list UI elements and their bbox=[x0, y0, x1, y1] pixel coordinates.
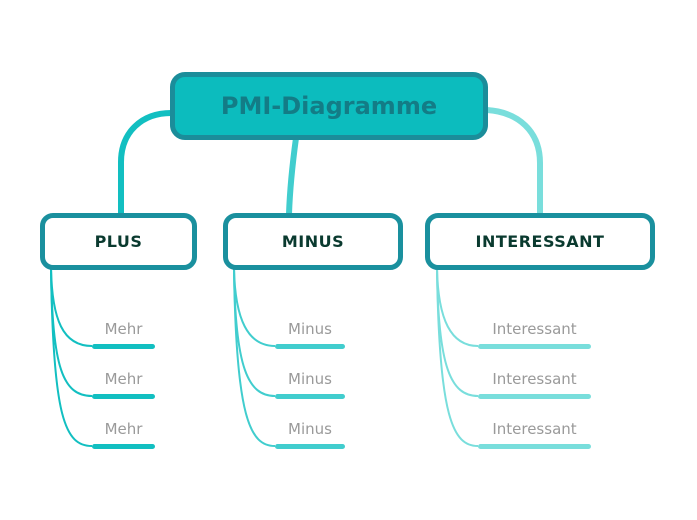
branch-node-minus-label: MINUS bbox=[281, 232, 345, 251]
edge-interessant-leaf-3 bbox=[436, 267, 479, 447]
leaf-underline-minus-3[interactable] bbox=[275, 444, 345, 449]
branch-node-plus[interactable]: PLUS bbox=[40, 213, 197, 270]
branch-node-interessant-label: INTERESSANT bbox=[475, 232, 605, 251]
leaf-underline-plus-1[interactable] bbox=[92, 344, 155, 349]
edge-root-plus bbox=[118, 110, 174, 217]
edge-root-minus bbox=[286, 135, 299, 217]
leaf-underline-interessant-1[interactable] bbox=[478, 344, 591, 349]
leaf-underline-minus-2[interactable] bbox=[275, 394, 345, 399]
root-node[interactable]: PMI-Diagramme bbox=[170, 72, 488, 140]
leaf-topic-minus-3[interactable]: Minus bbox=[288, 420, 332, 438]
edge-plus-leaf-3 bbox=[50, 267, 93, 447]
leaf-topic-plus-1[interactable]: Mehr bbox=[104, 320, 143, 338]
root-node-label: PMI-Diagramme bbox=[220, 92, 438, 120]
leaf-topic-minus-2[interactable]: Minus bbox=[288, 370, 332, 388]
leaf-topic-plus-3[interactable]: Mehr bbox=[104, 420, 143, 438]
leaf-topic-minus-1[interactable]: Minus bbox=[288, 320, 332, 338]
leaf-underline-plus-3[interactable] bbox=[92, 444, 155, 449]
leaf-topic-plus-2[interactable]: Mehr bbox=[104, 370, 143, 388]
edge-root-interessant bbox=[484, 107, 543, 217]
leaf-underline-minus-1[interactable] bbox=[275, 344, 345, 349]
branch-node-plus-label: PLUS bbox=[94, 232, 143, 251]
edge-minus-leaf-3 bbox=[233, 267, 276, 447]
leaf-topic-interessant-3[interactable]: Interessant bbox=[492, 420, 577, 438]
leaf-topic-interessant-1[interactable]: Interessant bbox=[492, 320, 577, 338]
branch-node-interessant[interactable]: INTERESSANT bbox=[425, 213, 655, 270]
leaf-underline-interessant-2[interactable] bbox=[478, 394, 591, 399]
branch-node-minus[interactable]: MINUS bbox=[223, 213, 403, 270]
leaf-underline-plus-2[interactable] bbox=[92, 394, 155, 399]
leaf-underline-interessant-3[interactable] bbox=[478, 444, 591, 449]
leaf-topic-interessant-2[interactable]: Interessant bbox=[492, 370, 577, 388]
